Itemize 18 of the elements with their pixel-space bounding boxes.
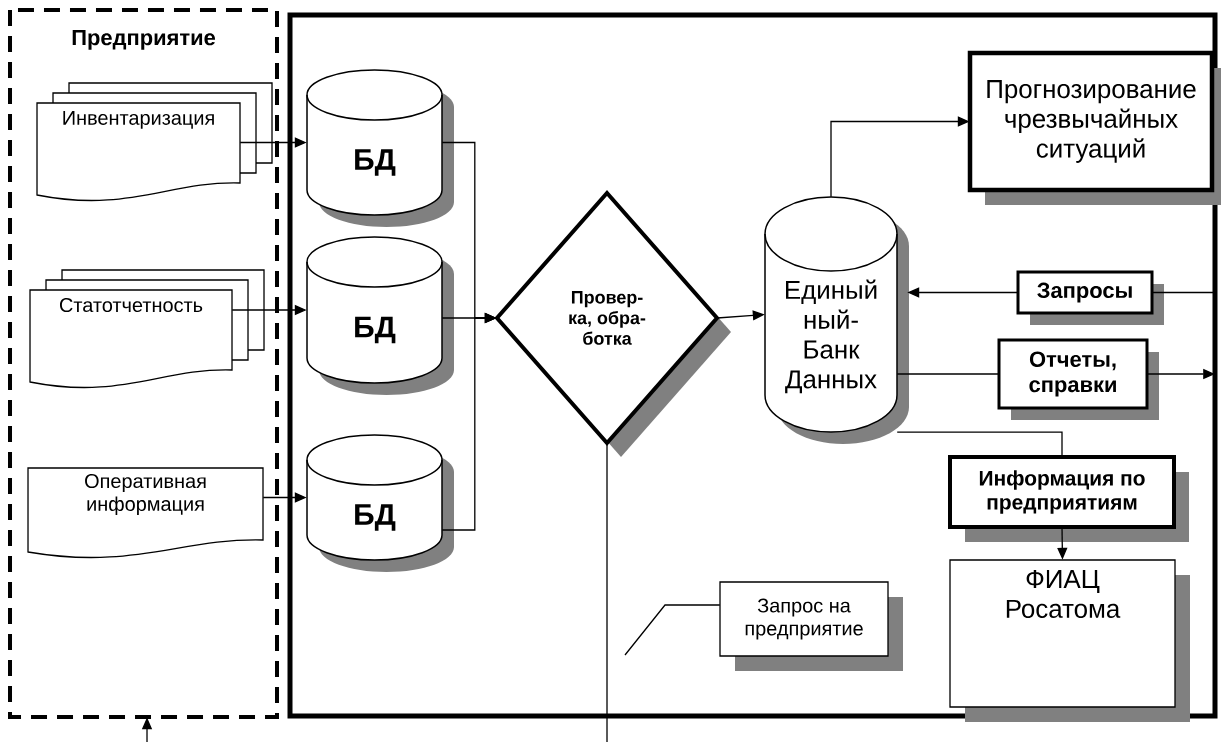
connector-line [606,442,608,742]
connector-line [896,373,1000,375]
database-cylinder: Единый ный- Банк Данных [764,196,909,444]
connector-line [896,431,1063,458]
process-box: Прогнозирование чрезвычайных ситуаций [967,50,1221,205]
document-stack: Инвентаризация [36,82,273,202]
process-box: ФИАЦ Росатома [949,559,1190,722]
callout-box: Запрос на предприятие [719,581,903,671]
process-box: Информация по предприятиям [948,455,1189,542]
database-cylinder: БД [306,69,454,227]
document-stack: Статотчетность [29,269,265,389]
process-box: Запросы [1016,270,1164,325]
system-frame [287,12,1218,719]
process-box: Отчеты, справки [997,338,1159,420]
leader-line [624,604,721,656]
connector-line [1151,291,1216,294]
database-cylinder: БД [306,434,454,572]
database-cylinder: БД [306,236,454,395]
